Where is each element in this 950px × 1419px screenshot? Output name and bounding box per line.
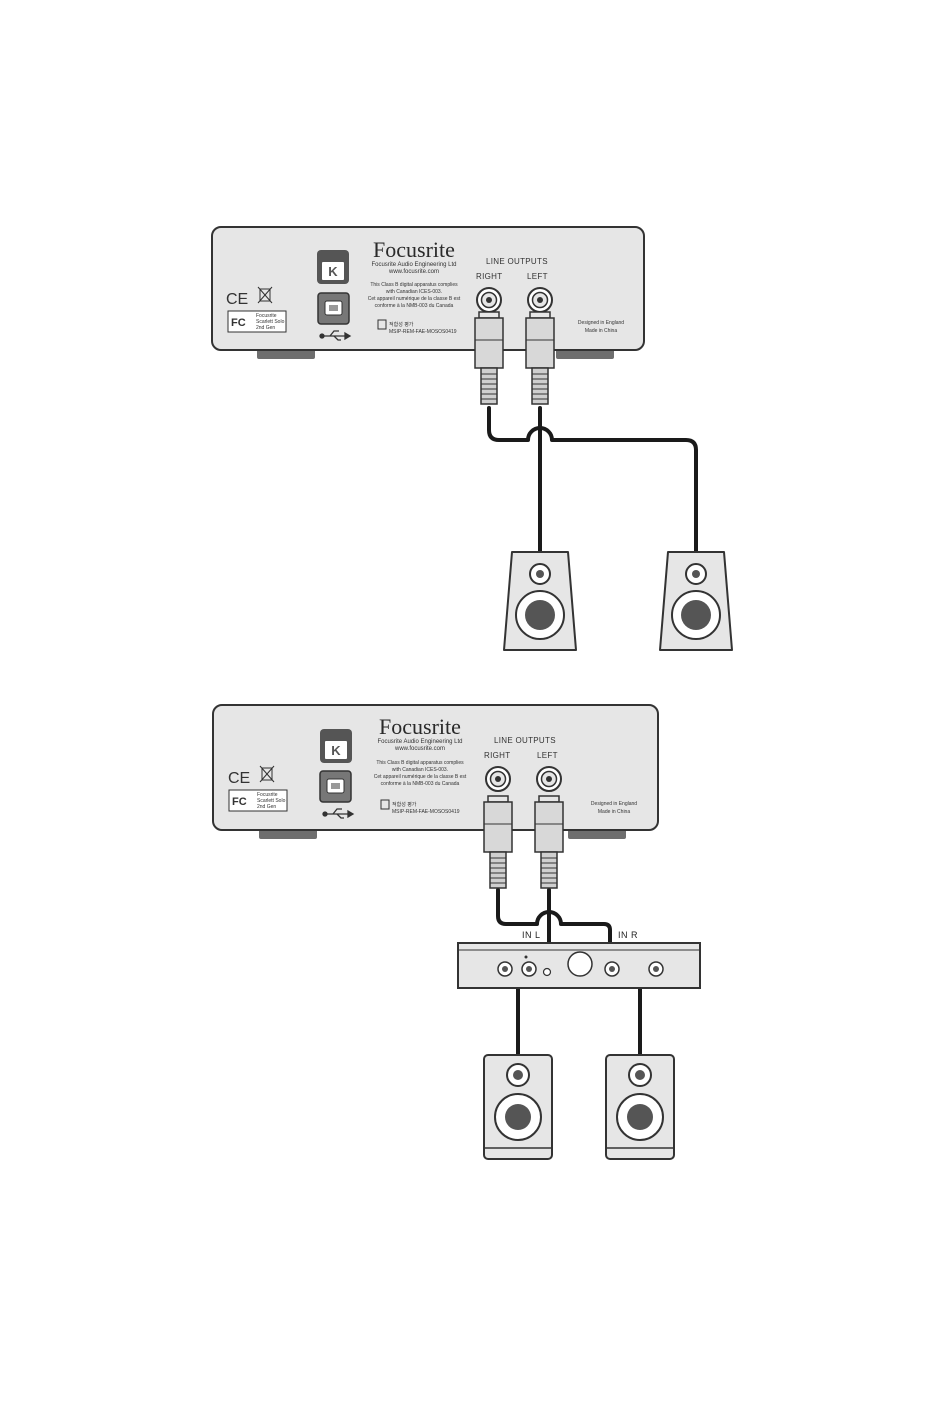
left-label: LEFT (527, 272, 548, 281)
svg-text:K: K (328, 264, 338, 279)
left-output-jack (536, 766, 562, 792)
amp-led (542, 967, 552, 977)
k-logo-icon: K (317, 250, 349, 284)
interface-back-panel-2: K CE FC Focu (212, 704, 659, 839)
left-speaker (503, 551, 577, 651)
company-name: Focusrite Audio Engineering Ltd (371, 262, 456, 268)
amplifier: IN L IN R (457, 930, 701, 989)
kc-code: MSIP-REM-FAE-MOSOS0419 (389, 329, 457, 335)
right-rca-plug (474, 311, 504, 405)
left-label: LEFT (537, 751, 558, 760)
compliance-line-1: This Class B digital apparatus complies (370, 282, 458, 288)
in-r-label: IN R (618, 930, 638, 940)
kc-korean: 적합성 평가 (392, 801, 417, 808)
model-line-2: Scarlett Solo (256, 319, 285, 325)
right-cable (487, 406, 698, 558)
compliance-line-4: conforme à la NMB-003 du Canada (381, 781, 460, 787)
usb-port (317, 292, 350, 325)
model-line-1: Focusrite (256, 313, 277, 319)
left-output-jack (527, 287, 553, 313)
model-line-3: 2nd Gen (256, 325, 275, 331)
compliance-line-2: with Canadian ICES-003. (386, 289, 442, 295)
bottom-diagram: K CE FC Focu (212, 704, 701, 1160)
right-label: RIGHT (484, 751, 510, 760)
in-l-label: IN L (522, 930, 541, 940)
kc-korean: 적합성 평가 (389, 321, 414, 328)
company-name: Focusrite Audio Engineering Ltd (377, 739, 462, 745)
compliance-line-2: with Canadian ICES-003. (392, 767, 448, 773)
model-line-1: Focusrite (257, 792, 278, 798)
usb-port (319, 770, 352, 803)
model-line-2: Scarlett Solo (257, 798, 286, 804)
left-monitor-speaker (483, 1054, 553, 1160)
website: www.focusrite.com (394, 746, 445, 752)
right-monitor-speaker (605, 1054, 675, 1160)
compliance-line-3: Cet appareil numérique de la classe B es… (374, 774, 467, 780)
top-diagram: K CE F (211, 226, 733, 651)
usb-icon (322, 808, 355, 819)
interface-back-panel: K CE F (211, 226, 645, 359)
ce-mark: CE (228, 770, 250, 787)
weee-bin-icon (257, 286, 273, 304)
compliance-line-3: Cet appareil numérique de la classe B es… (368, 296, 461, 302)
right-output-jack (485, 766, 511, 792)
left-rca-plug (534, 795, 564, 889)
usb-icon (319, 330, 352, 341)
right-speaker (659, 551, 733, 651)
kc-mark-icon (377, 319, 387, 330)
left-rca-plug (525, 311, 555, 405)
line-outputs-label: LINE OUTPUTS (494, 736, 556, 745)
model-line-3: 2nd Gen (257, 804, 276, 810)
website: www.focusrite.com (388, 269, 439, 275)
made-in: Made in China (598, 809, 630, 815)
right-output-jack (476, 287, 502, 313)
fcc-label: FC Focusrite Scarlett Solo 2nd Gen (227, 310, 287, 333)
svg-text:K: K (331, 743, 341, 758)
amp-volume-knob (567, 951, 593, 977)
compliance-line-1: This Class B digital apparatus complies (376, 760, 464, 766)
ce-mark: CE (226, 291, 248, 308)
brand-logo: Focusrite (373, 237, 455, 262)
made-in: Made in China (585, 328, 617, 334)
right-label: RIGHT (476, 272, 502, 281)
line-outputs-label: LINE OUTPUTS (486, 257, 548, 266)
fc-mark: FC (231, 317, 246, 329)
weee-bin-icon (259, 765, 275, 783)
fcc-label: FC Focusrite Scarlett Solo 2nd Gen (228, 789, 288, 812)
brand-logo: Focusrite (379, 714, 461, 739)
k-logo-icon: K (320, 729, 352, 763)
kc-code: MSIP-REM-FAE-MOSOS0419 (392, 809, 460, 815)
kc-mark-icon (380, 799, 390, 810)
right-rca-plug (483, 795, 513, 889)
fc-mark: FC (232, 796, 247, 808)
designed-in: Designed in England (591, 801, 637, 807)
right-to-amp-cable (496, 888, 612, 945)
compliance-line-4: conforme à la NMB-003 du Canada (375, 303, 454, 309)
designed-in: Designed in England (578, 320, 624, 326)
